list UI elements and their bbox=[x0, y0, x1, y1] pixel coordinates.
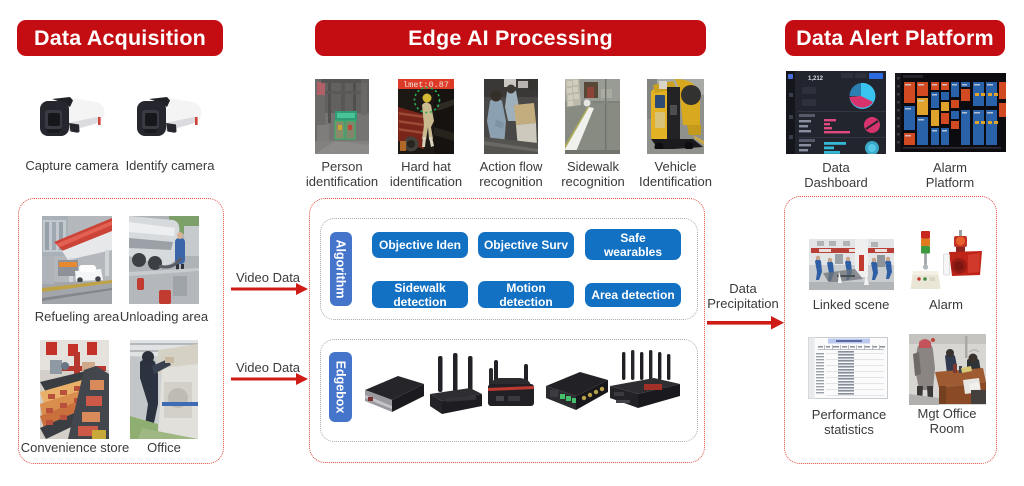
svg-text:1,212: 1,212 bbox=[808, 76, 824, 82]
svg-text:lmet:0.87: lmet:0.87 bbox=[403, 80, 449, 90]
